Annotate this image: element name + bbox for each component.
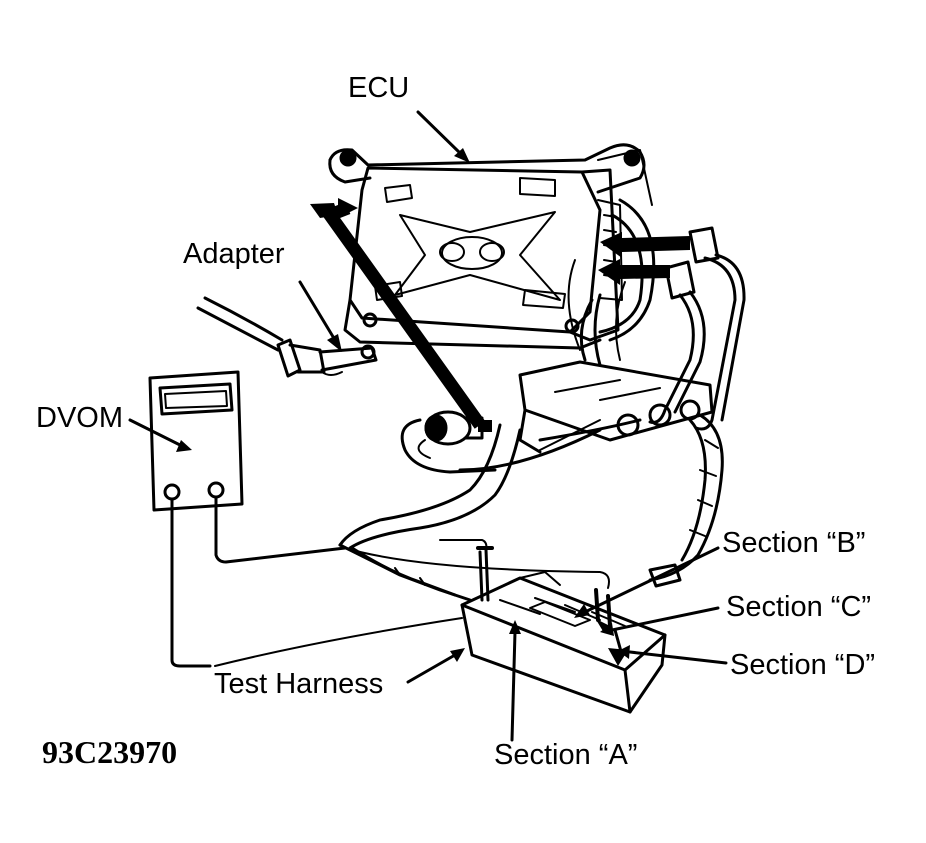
breakout-body xyxy=(518,360,714,454)
harness-lead-arrow xyxy=(310,198,492,432)
plug-arrows xyxy=(598,232,690,285)
test-harness-box xyxy=(460,571,667,714)
ecu-side-harness xyxy=(567,198,656,367)
ecu-module xyxy=(328,143,653,350)
figure-id: 93C23970 xyxy=(42,734,178,770)
dvom-leads xyxy=(170,495,610,668)
leader-arrows xyxy=(128,110,728,742)
section-b-label: Section “B” xyxy=(722,527,866,559)
section-c-label: Section “C” xyxy=(726,591,872,623)
section-d-label: Section “D” xyxy=(730,649,876,681)
round-connector xyxy=(400,410,497,474)
adapter-label: Adapter xyxy=(183,238,285,270)
test-harness-label: Test Harness xyxy=(214,668,384,700)
ecu-label: ECU xyxy=(348,72,410,104)
section-a-label: Section “A” xyxy=(494,739,638,771)
adapter-assembly xyxy=(196,296,378,378)
dvom-label: DVOM xyxy=(36,402,123,434)
harness-cables xyxy=(338,413,724,588)
dvom-meter xyxy=(148,370,244,512)
connector-plugs xyxy=(616,226,746,437)
